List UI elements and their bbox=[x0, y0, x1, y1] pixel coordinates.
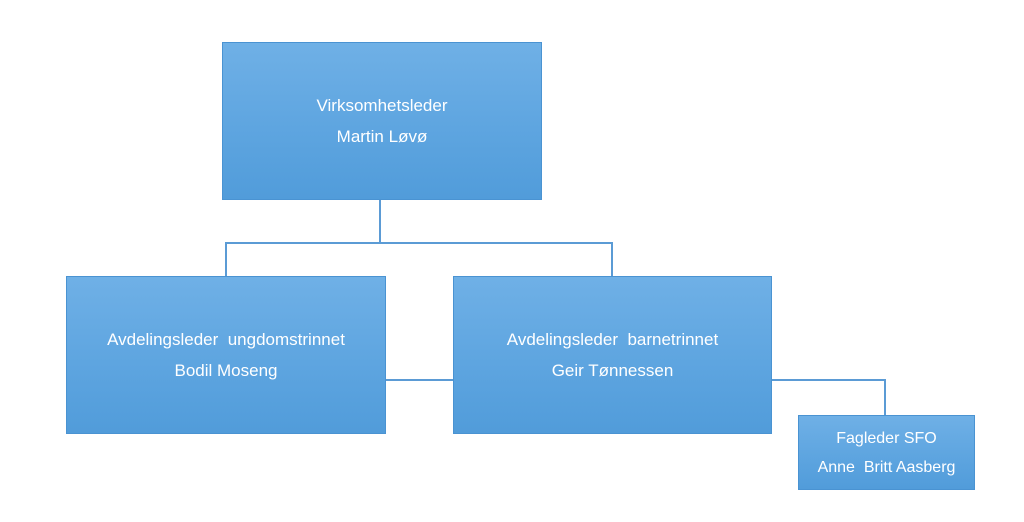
connector-to-youth bbox=[225, 242, 227, 276]
youth-department-name: Bodil Moseng bbox=[174, 361, 278, 380]
connector-director-down bbox=[379, 200, 381, 244]
director-name: Martin Løvø bbox=[336, 127, 428, 146]
primary-department-box: Avdelingsleder barnetrinnet Geir Tønness… bbox=[453, 276, 772, 434]
sfo-name: Anne Britt Aasberg bbox=[817, 458, 956, 476]
director-box: Virksomhetsleder Martin Løvø bbox=[222, 42, 542, 200]
connector-primary-sfo-vertical bbox=[884, 379, 886, 415]
sfo-box: Fagleder SFO Anne Britt Aasberg bbox=[798, 415, 975, 490]
primary-department-name: Geir Tønnessen bbox=[551, 361, 674, 380]
connector-branch-horizontal bbox=[225, 242, 613, 244]
primary-department-title: Avdelingsleder barnetrinnet bbox=[506, 330, 719, 349]
sfo-title: Fagleder SFO bbox=[836, 429, 937, 447]
youth-department-title: Avdelingsleder ungdomstrinnet bbox=[107, 330, 345, 349]
connector-to-primary bbox=[611, 242, 613, 276]
youth-department-box: Avdelingsleder ungdomstrinnet Bodil Mose… bbox=[66, 276, 386, 434]
connector-youth-primary bbox=[386, 379, 453, 381]
connector-primary-sfo-horizontal bbox=[772, 379, 885, 381]
director-title: Virksomhetsleder bbox=[316, 96, 448, 115]
